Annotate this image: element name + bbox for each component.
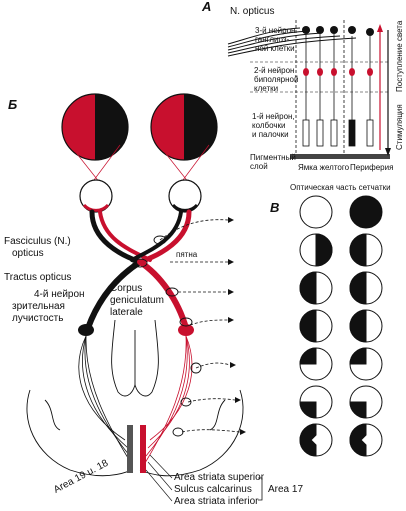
leader-line (145, 469, 173, 502)
n-opticus-label: N. opticus (230, 6, 275, 17)
right-lgn (178, 324, 194, 336)
left-retina (82, 203, 110, 212)
occipital-cortex (26, 389, 244, 477)
retina-schematic (227, 20, 391, 160)
left-striate (127, 425, 133, 473)
panel-label-b: Б (8, 97, 18, 112)
striata-inf-label: Area striata inferior (174, 496, 259, 507)
cgl-line2: geniculatum (110, 295, 164, 306)
layer3-line1: 3-й нейрон (255, 26, 296, 35)
lesion-markers (132, 235, 202, 437)
right-striate (140, 425, 146, 473)
stimulation-arrowhead (385, 148, 391, 156)
fovea-label: Ямка желтого (298, 163, 350, 172)
cgl-line3: laterale (110, 307, 143, 318)
tractus-label: Tractus opticus (4, 272, 72, 283)
layer2-line3: клетки (254, 84, 279, 93)
light-arrowhead (377, 24, 383, 32)
area17-label: Area 17 (268, 484, 304, 495)
left-eyeball (79, 179, 113, 213)
periphery-label: Периферия (350, 163, 394, 172)
photoreceptors (302, 119, 374, 147)
stimulation-label: Стимуляция (395, 104, 404, 150)
spot-label: пятна (176, 250, 198, 259)
optic-fiber (227, 27, 301, 45)
panel-label-a: A (202, 0, 212, 14)
panel-label-c: В (270, 200, 280, 215)
neuron4-line2: зрительная (12, 301, 65, 312)
layer3-line2: ганглиоз- (255, 35, 290, 44)
left-eye (61, 93, 129, 161)
lesion-arrows (159, 219, 241, 433)
brainstem (111, 319, 159, 397)
lesion-arrowheads (228, 217, 246, 435)
fasciculus-line1: Fasciculus (N.) (4, 236, 71, 247)
optic-fiber (227, 30, 311, 48)
leader-line (147, 461, 173, 491)
striata-sup-label: Area striata superior (174, 472, 265, 483)
neuron4-line1: 4-й нейрон (34, 289, 85, 300)
pigment-layer (290, 154, 390, 159)
right-eyeball (168, 179, 202, 213)
layer2-line2: биполярной (254, 75, 299, 84)
optic-radiation (78, 335, 193, 464)
area17-bracket (258, 477, 263, 501)
light-label: Поступление света (395, 20, 404, 92)
right-retina (171, 203, 199, 212)
pigment-line1: Пигментный (250, 153, 296, 162)
layer1-line1: 1-й нейрон, (252, 112, 295, 121)
layer3-line3: ной клетки (255, 44, 295, 53)
neuron-links (305, 34, 371, 120)
neuron4-line3: лучистость (12, 313, 64, 324)
bipolar-cells (303, 68, 373, 76)
left-lgn (78, 324, 94, 336)
layer1-line2: колбочки (252, 121, 286, 130)
fasciculus-line2: opticus (12, 248, 44, 259)
right-eye (150, 93, 218, 161)
leader-line (149, 454, 173, 479)
layer1-line3: и палочки (252, 130, 289, 139)
cgl-line1: Corpus (110, 283, 143, 294)
visual-fields (299, 195, 383, 457)
ganglion-cells (302, 26, 374, 36)
sulcus-label: Sulcus calcarinus (174, 484, 252, 495)
fields-title: Оптическая часть сетчатки (290, 183, 391, 192)
optic-fiber (227, 32, 323, 51)
pigment-line2: слой (250, 162, 268, 171)
layer2-line1: 2-й нейрон (254, 66, 295, 75)
optic-fiber (227, 35, 341, 54)
